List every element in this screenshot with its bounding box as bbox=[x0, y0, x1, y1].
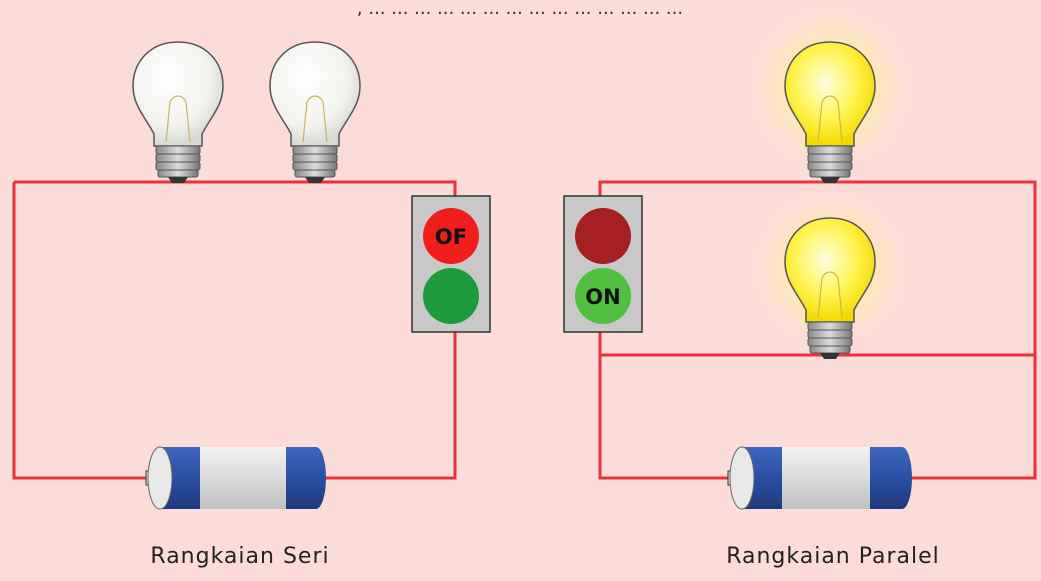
series-off-light[interactable] bbox=[423, 208, 479, 264]
series-circuit: OF Rangkaian Seri bbox=[12, 41, 491, 569]
parallel-on-label: ON bbox=[585, 285, 620, 309]
series-title: Rangkaian Seri bbox=[150, 544, 329, 569]
parallel-on-light[interactable] bbox=[575, 268, 631, 324]
parallel-wire-outer bbox=[598, 180, 1037, 480]
top-caption: , ... ... ... ... ... ... ... ... ... ..… bbox=[357, 0, 683, 19]
series-on-light[interactable] bbox=[423, 268, 479, 324]
battery-icon bbox=[727, 446, 912, 510]
parallel-off-light[interactable] bbox=[575, 208, 631, 264]
parallel-wire-left bbox=[598, 332, 730, 480]
series-wire-top bbox=[14, 180, 457, 196]
battery-icon bbox=[145, 446, 326, 510]
series-switch[interactable]: OF bbox=[411, 195, 491, 333]
series-off-label: OF bbox=[435, 225, 467, 249]
parallel-title: Rangkaian Paralel bbox=[726, 544, 940, 569]
parallel-switch[interactable]: ON bbox=[563, 195, 643, 333]
parallel-circuit: ON Rangkaian Paralel bbox=[563, 0, 1037, 569]
series-wire-left bbox=[12, 182, 148, 480]
series-wire-right bbox=[325, 332, 457, 480]
